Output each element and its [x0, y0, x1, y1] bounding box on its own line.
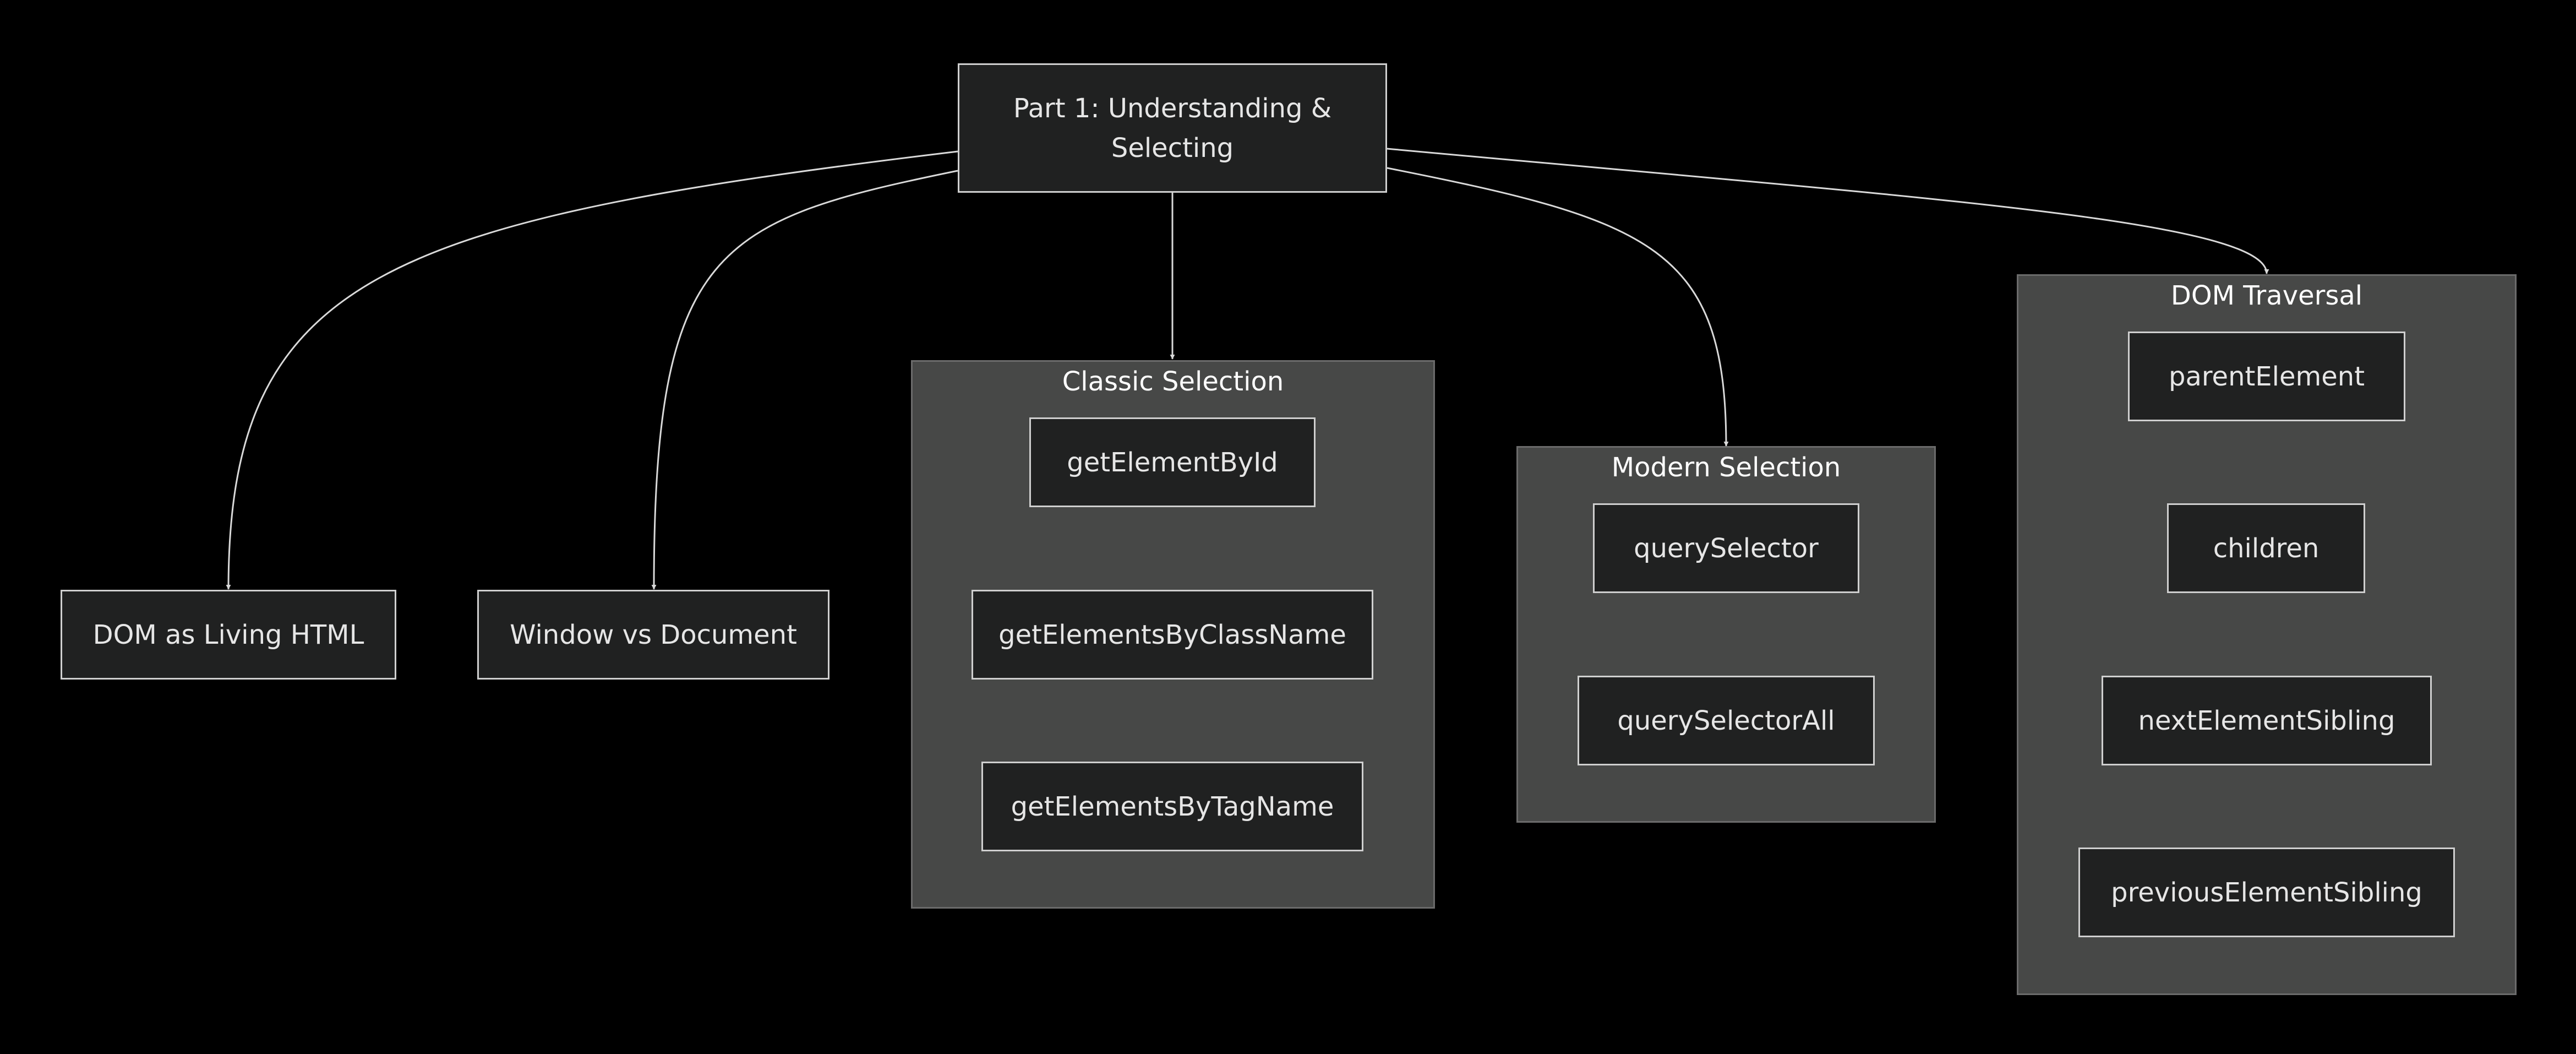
root-node: Part 1: Understanding & Selecting: [958, 63, 1387, 193]
next-element-sibling-node: nextElementSibling: [2102, 676, 2432, 765]
query-selector-node: querySelector: [1593, 503, 1859, 593]
modern-selection-title: Modern Selection: [1611, 452, 1841, 483]
get-element-by-id-label: getElementById: [1067, 447, 1278, 478]
get-elements-by-class-name-label: getElementsByClassName: [998, 619, 1346, 650]
get-element-by-id-node: getElementById: [1029, 417, 1316, 507]
query-selector-all-label: querySelectorAll: [1617, 705, 1835, 736]
parent-element-label: parentElement: [2168, 361, 2365, 392]
children-node: children: [2167, 503, 2365, 593]
dom-living-html-label: DOM as Living HTML: [92, 619, 364, 650]
previous-element-sibling-node: previousElementSibling: [2078, 847, 2455, 937]
modern-selection-cluster: Modern Selection: [1516, 446, 1936, 823]
parent-element-node: parentElement: [2128, 332, 2405, 421]
get-elements-by-tag-name-node: getElementsByTagName: [981, 762, 1363, 851]
edge-root-to-modern-selection: [1387, 167, 1729, 447]
query-selector-all-node: querySelectorAll: [1578, 676, 1875, 765]
dom-traversal-title: DOM Traversal: [2170, 280, 2363, 311]
get-elements-by-class-name-node: getElementsByClassName: [972, 590, 1373, 680]
get-elements-by-tag-name-label: getElementsByTagName: [1011, 791, 1334, 822]
next-element-sibling-label: nextElementSibling: [2138, 705, 2395, 736]
dom-living-html-node: DOM as Living HTML: [61, 590, 396, 680]
classic-selection-title: Classic Selection: [1062, 366, 1284, 397]
query-selector-label: querySelector: [1634, 533, 1819, 564]
window-vs-document-label: Window vs Document: [510, 619, 797, 650]
edge-root-to-window-vs-document: [651, 170, 958, 590]
edge-root-to-dom-traversal: [1387, 148, 2269, 274]
previous-element-sibling-label: previousElementSibling: [2111, 877, 2422, 908]
children-label: children: [2213, 533, 2320, 564]
root-node-label: Part 1: Understanding & Selecting: [1013, 93, 1332, 164]
window-vs-document-node: Window vs Document: [477, 590, 829, 680]
edge-root-to-dom-living-html: [226, 150, 958, 590]
